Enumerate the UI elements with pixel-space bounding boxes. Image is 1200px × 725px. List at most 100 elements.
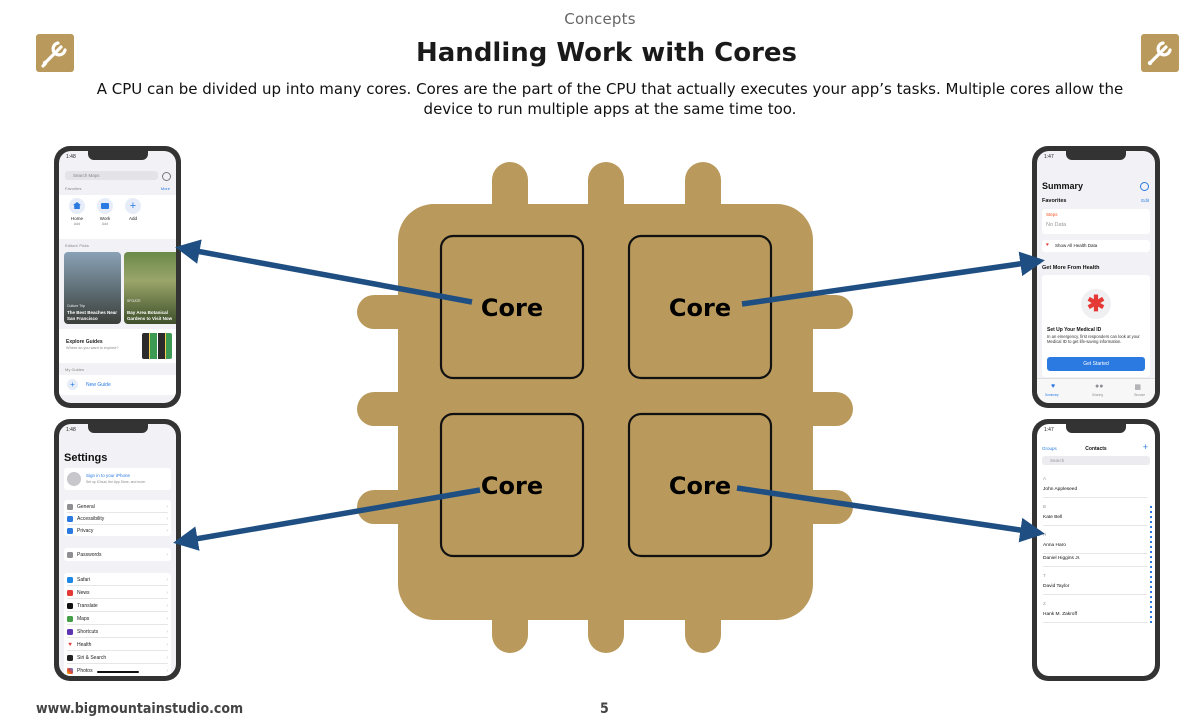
hand-icon bbox=[67, 527, 73, 534]
wrench-icon bbox=[36, 34, 74, 72]
summary-title: Summary bbox=[1042, 181, 1084, 191]
core-label: Core bbox=[669, 294, 731, 322]
shortcuts-icon bbox=[67, 628, 73, 635]
settings-row[interactable]: ♥Health› bbox=[67, 639, 168, 651]
core-label: Core bbox=[481, 472, 543, 500]
settings-row[interactable]: Maps› bbox=[67, 613, 168, 625]
page-title: Handling Work with Cores bbox=[416, 38, 797, 68]
fav-label: Home bbox=[70, 216, 83, 221]
settings-group-3: Safari› News› Translate› Maps› Shortcuts… bbox=[64, 573, 171, 676]
section-letter: Z bbox=[1043, 601, 1046, 606]
settings-row[interactable]: News› bbox=[67, 587, 168, 599]
contact-row[interactable]: David Taylor bbox=[1043, 582, 1147, 595]
edit-link[interactable]: Edit bbox=[1141, 198, 1149, 203]
favorites-label: Favorites bbox=[1042, 198, 1067, 204]
settings-row[interactable]: General› bbox=[67, 501, 168, 513]
contact-row[interactable]: John Appleseed bbox=[1043, 485, 1147, 498]
arrow bbox=[741, 251, 1045, 307]
avatar-icon[interactable] bbox=[162, 172, 171, 181]
tab-summary[interactable]: Summary bbox=[1045, 393, 1059, 397]
fav-label: Work bbox=[99, 216, 111, 221]
my-guides-label: My Guides bbox=[65, 367, 85, 372]
safari-icon bbox=[67, 576, 73, 583]
siri-icon bbox=[67, 654, 73, 661]
status-time: 1:47 bbox=[1044, 154, 1054, 160]
settings-row[interactable]: Translate› bbox=[67, 600, 168, 612]
core-3 bbox=[439, 412, 585, 558]
core-label: Core bbox=[481, 294, 543, 322]
show-all-row[interactable]: ♥ Show All Health Data bbox=[1042, 240, 1150, 252]
maps-icon bbox=[67, 615, 73, 622]
arrow bbox=[173, 487, 481, 551]
settings-row[interactable]: Accessibility› bbox=[67, 513, 168, 525]
guide-card[interactable]: SFGATE Bay Area Botanical Gardens to Vis… bbox=[124, 252, 176, 324]
arrow bbox=[736, 485, 1045, 543]
gear-icon bbox=[67, 503, 73, 510]
intro-text: A CPU can be divided up into many cores.… bbox=[96, 80, 1124, 118]
medical-asterisk-icon: ✱ bbox=[1081, 289, 1111, 319]
sharing-icon: ●● bbox=[1095, 383, 1104, 390]
home-icon[interactable] bbox=[69, 198, 85, 214]
core-label: Core bbox=[669, 472, 731, 500]
settings-row[interactable]: Siri & Search› bbox=[67, 652, 168, 664]
settings-group-2: Passwords› bbox=[64, 548, 171, 561]
get-more-label: Get More From Health bbox=[1042, 265, 1100, 271]
profile-icon[interactable] bbox=[1140, 182, 1149, 191]
heart-icon: ♥ bbox=[1051, 383, 1056, 390]
settings-row[interactable]: Shortcuts› bbox=[67, 626, 168, 638]
phone-health: 1:47 Summary Favorites Edit Steps No Dat… bbox=[1032, 146, 1160, 408]
core-4 bbox=[627, 412, 773, 558]
status-time: 1:48 bbox=[66, 427, 76, 433]
contacts-title: Contacts bbox=[1085, 446, 1107, 452]
news-icon bbox=[67, 589, 73, 596]
search-input[interactable]: Search bbox=[1042, 456, 1150, 465]
phone-contacts: 1:47 Groups Contacts + Search A John Appl… bbox=[1032, 419, 1160, 681]
signin-row[interactable]: Sign in to your iPhone Set up iCloud, th… bbox=[64, 468, 171, 490]
heart-icon: ♥ bbox=[67, 641, 73, 648]
medical-id-card: ✱ Set Up Your Medical ID In an emergency… bbox=[1042, 275, 1150, 377]
contact-row[interactable]: Anna Haro bbox=[1043, 541, 1147, 554]
photos-icon bbox=[67, 667, 73, 674]
contact-row[interactable]: Kate Bell bbox=[1043, 513, 1147, 526]
status-time: 1:47 bbox=[1044, 427, 1054, 433]
search-input[interactable]: Search Maps bbox=[65, 171, 158, 180]
browse-icon: ▦ bbox=[1134, 384, 1141, 391]
core-1 bbox=[439, 234, 585, 380]
steps-card[interactable]: Steps No Data bbox=[1042, 209, 1150, 234]
core-2 bbox=[627, 234, 773, 380]
settings-title: Settings bbox=[64, 452, 108, 464]
work-icon[interactable] bbox=[97, 198, 113, 214]
settings-row[interactable]: Safari› bbox=[67, 574, 168, 586]
phone-settings: 1:48 Settings Sign in to your iPhone Set… bbox=[54, 419, 181, 681]
favorites-label: Favorites bbox=[65, 186, 82, 191]
add-icon[interactable]: + bbox=[125, 198, 141, 214]
section-label: Concepts bbox=[564, 10, 636, 28]
website-url[interactable]: www.bigmountainstudio.com bbox=[36, 701, 244, 717]
section-letter: A bbox=[1043, 476, 1047, 481]
settings-row[interactable]: Privacy› bbox=[67, 525, 168, 536]
phone-maps: 1:48 Search Maps Favorites More + Home W… bbox=[54, 146, 181, 408]
tab-bar: ♥ ●● ▦ Summary Sharing Browse bbox=[1037, 378, 1155, 403]
page-number: 5 bbox=[600, 701, 609, 717]
explore-guides-row[interactable]: Explore Guides Where do you want to expl… bbox=[59, 329, 176, 363]
key-icon bbox=[67, 551, 73, 558]
groups-button[interactable]: Groups bbox=[1042, 446, 1057, 451]
settings-row[interactable]: Photos› bbox=[67, 665, 168, 676]
status-time: 1:48 bbox=[66, 154, 76, 160]
contact-row[interactable]: Daniel Higgins Jr. bbox=[1043, 554, 1147, 567]
accessibility-icon bbox=[67, 515, 73, 522]
contact-row[interactable]: Hank M. Zakroff bbox=[1043, 610, 1147, 623]
guide-card[interactable]: Culture Trip The Best Beaches Near San F… bbox=[64, 252, 121, 324]
tab-sharing[interactable]: Sharing bbox=[1092, 393, 1103, 397]
settings-row[interactable]: Passwords› bbox=[67, 549, 168, 560]
translate-icon bbox=[67, 602, 73, 609]
new-guide-row[interactable]: + New Guide bbox=[59, 375, 176, 395]
add-contact-button[interactable]: + bbox=[1142, 442, 1148, 452]
fav-sub: Add bbox=[73, 222, 81, 226]
get-started-button[interactable]: Get Started bbox=[1047, 357, 1145, 371]
index-scrubber[interactable] bbox=[1150, 506, 1152, 626]
tab-browse[interactable]: Browse bbox=[1134, 393, 1145, 397]
cpu-diagram: Core Core Core Core bbox=[357, 162, 853, 653]
more-link[interactable]: More bbox=[160, 186, 170, 191]
